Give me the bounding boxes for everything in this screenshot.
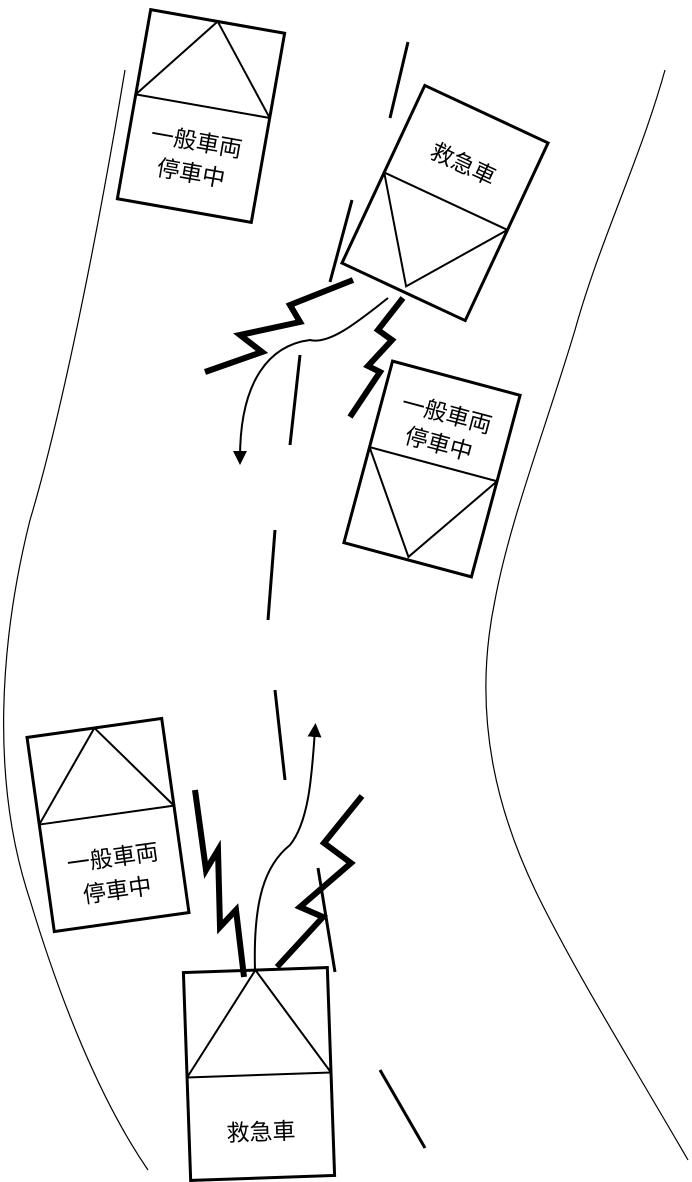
zigzag-mark-top-left bbox=[204, 277, 355, 375]
road-left-edge bbox=[3, 69, 149, 1171]
road-right-edge bbox=[485, 69, 689, 1161]
zigzag-mark-top-right bbox=[347, 296, 406, 419]
vehicle-label: 救急車 bbox=[226, 1119, 296, 1147]
parked-vehicle-top-left: 一般車両 停車中 bbox=[115, 7, 287, 225]
swerve-arrow-top bbox=[233, 297, 389, 465]
ambulance-top: 救急車 bbox=[339, 83, 551, 323]
parked-vehicle-mid-right: 一般車両 停車中 bbox=[342, 359, 522, 579]
swerve-arrow-bottom bbox=[253, 723, 322, 971]
zigzag-mark-bottom-right bbox=[274, 794, 365, 970]
zigzag-mark-bottom-left bbox=[192, 789, 247, 978]
ambulance-bottom: 救急車 bbox=[181, 965, 337, 1182]
parked-vehicle-bottom-left: 一般車両 停車中 bbox=[25, 716, 191, 934]
